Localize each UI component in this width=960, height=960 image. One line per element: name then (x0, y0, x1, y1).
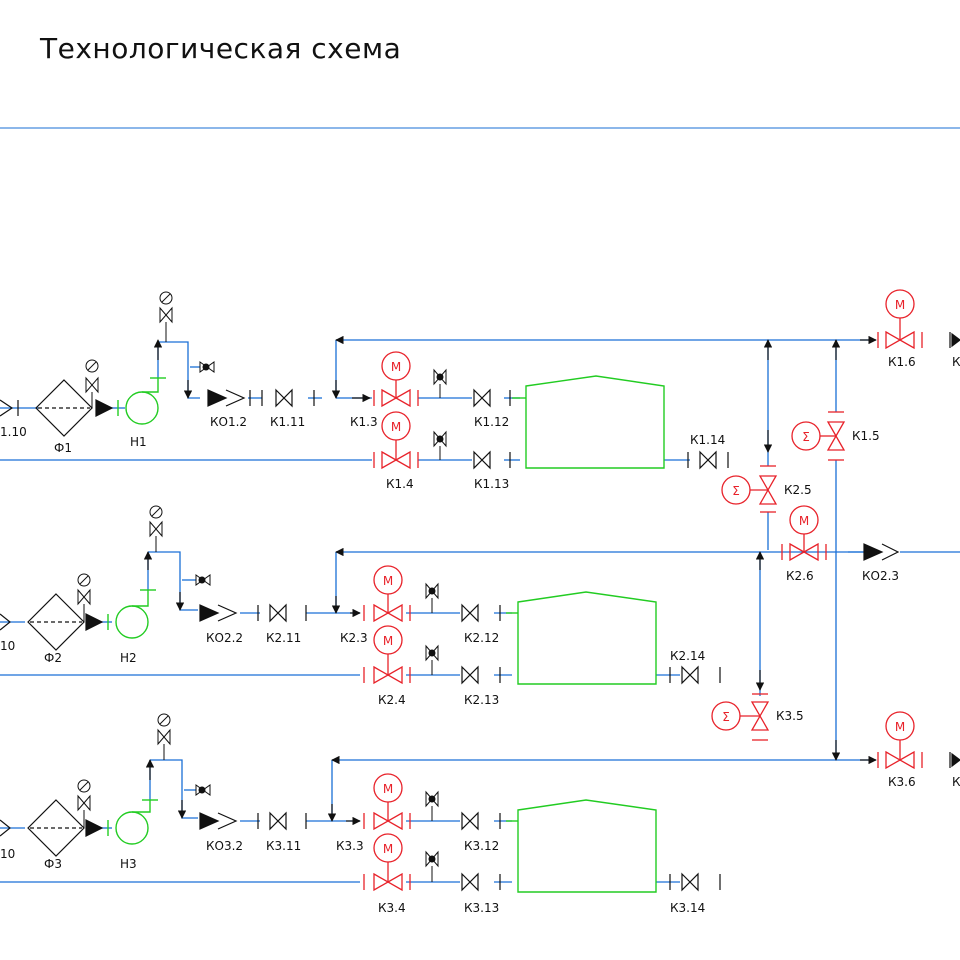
filter-3 (27, 799, 85, 857)
label-ko3-2: КО3.2 (206, 839, 243, 853)
svg-text:М: М (383, 574, 393, 588)
tank-2 (517, 591, 657, 685)
label-h1: Н1 (130, 435, 147, 449)
label-k1-4: К1.4 (386, 477, 414, 491)
label-k1-6-cut: К (952, 355, 960, 369)
label-k1-12: К1.12 (474, 415, 509, 429)
label-k2-13: К2.13 (464, 693, 499, 707)
svg-text:М: М (383, 634, 393, 648)
label-h2: Н2 (120, 651, 137, 665)
valve-labels: 1.10 Ф1 Н1 КО1.2 К1.11 К1.3 К1.4 К1.12 К… (0, 355, 960, 915)
label-k2-5: К2.5 (784, 483, 812, 497)
flow-arrows (143, 335, 877, 826)
label-h3: Н3 (120, 857, 137, 871)
pressure-gauges (77, 291, 447, 882)
label-k3-3: К3.3 (336, 839, 364, 853)
label-k3-10: 10 (0, 847, 15, 861)
label-k2-6: К2.6 (786, 569, 814, 583)
label-k3-6: К3.6 (888, 775, 916, 789)
svg-text:М: М (895, 298, 905, 312)
page-title: Технологическая схема (40, 32, 402, 65)
label-f1: Ф1 (54, 441, 72, 455)
filter-1 (35, 379, 93, 437)
label-k3-13: К3.13 (464, 901, 499, 915)
label-k1-11: К1.11 (270, 415, 305, 429)
label-k1-14: К1.14 (690, 433, 725, 447)
motor-letters: М М М М М М М М М Σ Σ Σ (383, 298, 905, 856)
svg-text:М: М (391, 360, 401, 374)
check-valves (85, 332, 960, 837)
label-k3-6-cut: К (952, 775, 960, 789)
manual-valves (0, 332, 951, 892)
svg-text:Σ: Σ (732, 484, 740, 498)
pump-1 (125, 391, 159, 425)
label-k3-14: К3.14 (670, 901, 705, 915)
label-k2-3: К2.3 (340, 631, 368, 645)
label-k3-12: К3.12 (464, 839, 499, 853)
label-k2-10: 10 (0, 639, 15, 653)
label-k1-5: К1.5 (852, 429, 880, 443)
label-k3-4: К3.4 (378, 901, 406, 915)
label-k1-3: К1.3 (350, 415, 378, 429)
label-k1-10: 1.10 (0, 425, 27, 439)
equipment (107, 375, 665, 893)
pump-3 (115, 811, 149, 845)
svg-text:М: М (895, 720, 905, 734)
filters (27, 379, 93, 857)
label-ko2-3: КО2.3 (862, 569, 899, 583)
tank-1 (525, 375, 665, 469)
motor-valves (363, 289, 923, 892)
label-f3: Ф3 (44, 857, 62, 871)
label-f2: Ф2 (44, 651, 62, 665)
label-k2-4: К2.4 (378, 693, 406, 707)
label-ko1-2: КО1.2 (210, 415, 247, 429)
label-ko2-2: КО2.2 (206, 631, 243, 645)
pump-2 (115, 605, 149, 639)
label-k1-6: К1.6 (888, 355, 916, 369)
label-k3-11: К3.11 (266, 839, 301, 853)
svg-text:М: М (383, 782, 393, 796)
svg-text:М: М (383, 842, 393, 856)
label-k2-12: К2.12 (464, 631, 499, 645)
label-k2-11: К2.11 (266, 631, 301, 645)
tank-3 (517, 799, 657, 893)
svg-text:Σ: Σ (722, 710, 730, 724)
label-k2-14: К2.14 (670, 649, 705, 663)
filter-2 (27, 593, 85, 651)
svg-text:М: М (391, 420, 401, 434)
svg-text:Σ: Σ (802, 430, 810, 444)
label-k1-13: К1.13 (474, 477, 509, 491)
label-k3-5: К3.5 (776, 709, 804, 723)
svg-text:М: М (799, 514, 809, 528)
